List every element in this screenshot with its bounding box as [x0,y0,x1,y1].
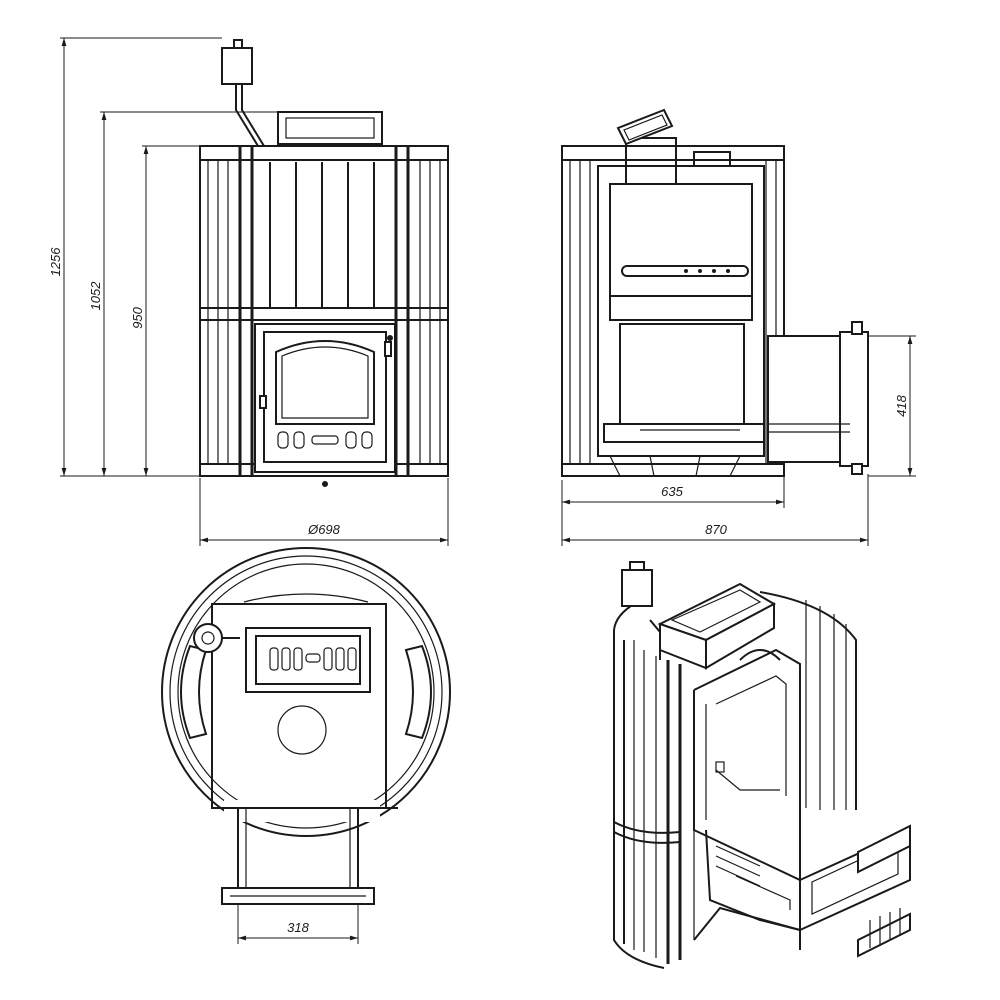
dimension-total-height: 1256 [48,37,222,477]
dimension-body-height: 950 [130,145,200,476]
upper-ribs [269,162,375,308]
side-ribs [207,146,441,476]
top-door [245,627,371,693]
front-view: 1256 1052 950 Ø698 [48,37,449,546]
dim-label-total-height: 1256 [48,247,63,277]
top-outer-circle [161,547,451,837]
iso-ribs [633,600,847,964]
iso-top-box [657,582,777,670]
iso-tunnel [799,824,911,958]
side-body [561,145,785,477]
dim-label-body-height: 950 [130,306,145,328]
dimension-tunnel-height: 418 [868,335,916,477]
top-view: 318 [161,547,451,944]
firebox-door [254,323,396,487]
isometric-view [613,561,911,969]
top-box [277,111,383,145]
side-ribs-left [569,160,777,464]
dimension-total-depth: 870 [562,474,869,546]
dim-label-diameter: Ø698 [307,522,341,537]
dim-label-tank-height: 1052 [88,281,103,311]
dimension-diameter: Ø698 [199,478,449,546]
dim-label-total-depth: 870 [705,522,727,537]
side-view: 635 870 418 [561,108,916,546]
dim-label-firebox-depth: 635 [661,484,683,499]
dim-label-tunnel-height: 418 [894,394,909,416]
dimension-tank-height: 1052 [88,111,278,477]
dimension-tunnel-width: 318 [237,904,359,944]
dimension-firebox-depth: 635 [561,476,785,546]
water-tank [221,39,265,147]
dim-label-tunnel-width: 318 [287,920,309,935]
firebox-tunnel [767,321,869,475]
